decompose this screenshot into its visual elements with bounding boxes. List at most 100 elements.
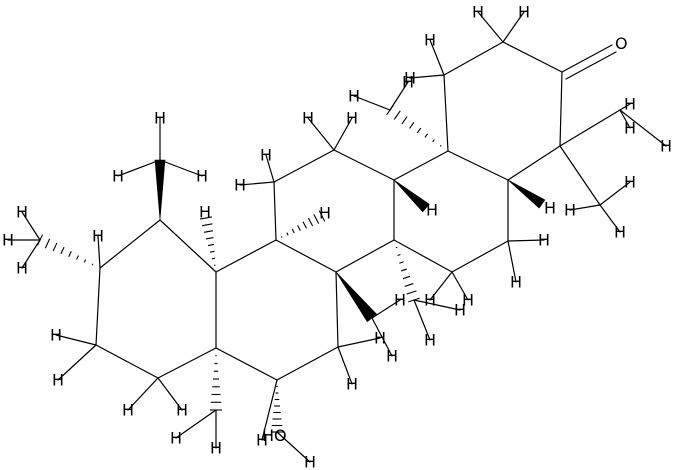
hydrogen-label: H bbox=[426, 201, 438, 220]
ring-bond bbox=[333, 149, 395, 181]
hydrogen-label: H bbox=[256, 431, 268, 450]
ring-bond bbox=[99, 219, 161, 269]
ring-bond bbox=[335, 239, 395, 273]
c-h-bond bbox=[307, 117, 335, 151]
ring-bond bbox=[335, 271, 339, 348]
c-h-bond bbox=[157, 377, 183, 411]
ring-bond bbox=[447, 150, 509, 181]
ring-bond bbox=[273, 149, 335, 183]
ring-bond bbox=[276, 346, 339, 381]
hydrogen-label: H bbox=[52, 371, 64, 390]
c-h-bond bbox=[333, 117, 353, 151]
hydrogen-label: H bbox=[2, 231, 14, 250]
c-h-bond bbox=[451, 271, 469, 301]
ring-bond bbox=[215, 347, 278, 381]
hydrogen-label: H bbox=[210, 439, 222, 458]
bond-layer bbox=[7, 11, 667, 463]
hydrogen-label: H bbox=[394, 291, 406, 310]
hydrogen-label: H bbox=[346, 109, 358, 128]
ring-bond bbox=[507, 145, 561, 181]
c-h-bond bbox=[413, 299, 461, 311]
c-h-bond bbox=[569, 204, 601, 211]
ring-bond bbox=[159, 219, 217, 273]
c-h-bond bbox=[507, 240, 517, 283]
c-h-bond bbox=[599, 181, 631, 206]
ring-bond bbox=[451, 240, 509, 273]
hydrogen-label: H bbox=[424, 291, 436, 310]
c-h-bond bbox=[619, 109, 631, 129]
ring-bond bbox=[393, 239, 453, 273]
c-h-bond bbox=[507, 239, 545, 242]
c-h-bond bbox=[599, 204, 621, 233]
hydrogen-label: H bbox=[624, 173, 636, 192]
c-h-bond bbox=[337, 346, 353, 385]
hydrogen-label: H bbox=[176, 401, 188, 420]
hydrogen-label: H bbox=[92, 227, 104, 246]
hydrogen-label: H bbox=[386, 347, 398, 366]
h-wedge-bond bbox=[393, 179, 430, 213]
hydrogen-label: H bbox=[319, 204, 331, 223]
hydroxyl-label: HO bbox=[262, 426, 287, 445]
h-hashed-bond bbox=[280, 210, 326, 238]
hydrogen-label: H bbox=[260, 146, 272, 165]
c-h-bond bbox=[389, 81, 409, 111]
c-h-bond bbox=[619, 103, 631, 111]
c-h-bond bbox=[429, 271, 453, 301]
ring-bond bbox=[443, 74, 449, 152]
c-h-bond bbox=[353, 95, 391, 111]
hydrogen-label: H bbox=[16, 259, 28, 278]
methyl-hashed-bond bbox=[210, 355, 222, 411]
ketone-double-bond-b bbox=[565, 51, 617, 80]
c-h-bond bbox=[371, 317, 393, 357]
hydrogen-label: H bbox=[304, 453, 316, 470]
methyl-hashed-bond bbox=[36, 234, 94, 266]
c-h-bond bbox=[409, 74, 445, 79]
hydrogen-label: H bbox=[510, 273, 522, 292]
hydrogen-label: H bbox=[454, 301, 466, 320]
c-h-bond bbox=[21, 239, 41, 269]
h-wedge-bond bbox=[507, 179, 546, 209]
hydrogen-label: H bbox=[348, 87, 360, 106]
ring-bond bbox=[275, 239, 337, 273]
ketone-double-bond-a bbox=[561, 44, 613, 73]
c-h-bond bbox=[371, 299, 401, 319]
hydrogen-label: H bbox=[16, 203, 28, 222]
c-h-bond bbox=[429, 39, 445, 76]
c-h-bond bbox=[265, 154, 275, 183]
ring-bond bbox=[559, 109, 621, 147]
hydrogen-label: H bbox=[472, 3, 484, 22]
methyl-wedge-bond bbox=[154, 159, 166, 221]
hydrogen-label: H bbox=[518, 3, 530, 22]
c-h-bond bbox=[619, 109, 667, 147]
c-h-bond bbox=[175, 409, 217, 439]
c-h-bond bbox=[159, 159, 203, 177]
c-h-bond bbox=[413, 299, 431, 341]
methyl-hashed-bond bbox=[386, 104, 442, 147]
ring-bond bbox=[157, 347, 217, 379]
ring-bond bbox=[502, 41, 563, 73]
hydrogen-label: H bbox=[112, 167, 124, 186]
hydrogen-label: H bbox=[544, 199, 556, 218]
ring-bond bbox=[95, 344, 159, 379]
hydrogen-label: H bbox=[199, 203, 211, 222]
h-hashed-bond bbox=[200, 216, 216, 266]
hydrogen-label: H bbox=[374, 329, 386, 348]
hydrogen-label: H bbox=[170, 429, 182, 448]
hydrogen-label: H bbox=[234, 176, 246, 195]
hydrogen-label: H bbox=[404, 69, 416, 88]
ring-bond bbox=[393, 150, 449, 181]
c-h-bond bbox=[55, 334, 97, 346]
hydrogen-label: H bbox=[462, 291, 474, 310]
c-h-bond bbox=[276, 431, 311, 463]
c-h-bond bbox=[477, 11, 504, 43]
c-h-bond bbox=[21, 211, 41, 241]
hydrogen-label: H bbox=[196, 167, 208, 186]
c-h-bond bbox=[239, 181, 275, 186]
hydrogen-label: H bbox=[424, 331, 436, 350]
c-h-bond bbox=[337, 337, 381, 348]
c-h-bond bbox=[261, 379, 278, 441]
c-h-bond bbox=[502, 11, 525, 43]
